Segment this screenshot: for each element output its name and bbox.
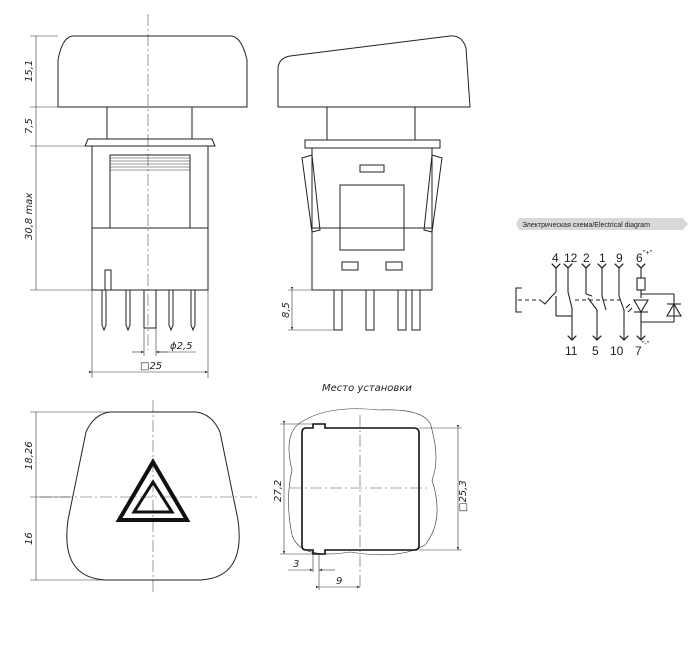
front-view: 15,1 7,5 30,8 max ϕ2,5 □25 [24,14,248,378]
led-circuit [625,268,682,340]
mounting-title: Место установки [322,383,412,394]
bottom-terminals: 11 5 10 7 "-" [565,341,650,358]
dim-upper: 18,26 [24,441,35,470]
button-cap-side [277,35,471,108]
flange [84,138,216,147]
terminal-label: 12 [564,251,578,265]
top-terminals: 4 12 2 1 9 6 "+" [552,250,653,265]
housing [91,145,209,291]
terminal-label: 5 [592,344,599,358]
dim-body-height: 30,8 max [24,193,35,240]
diagram-banner [516,218,688,230]
dim-pin-length: 8,5 [281,302,292,318]
hazard-triangle-icon [115,458,191,522]
panel-outline [288,408,438,556]
switch-contacts [515,268,624,340]
terminal-label: 11 [565,344,578,358]
stem [106,106,193,140]
plus-mark: "+" [643,250,653,257]
dim-cap-height: 15,1 [24,60,35,82]
terminal-label: 10 [610,344,624,358]
dim-pin-diameter: ϕ2,5 [170,341,193,352]
indicator-window [109,154,191,229]
cutout-shape [301,423,420,555]
housing-side [311,147,433,291]
terminal-label: 7 [635,344,642,358]
terminal-label: 2 [583,251,590,265]
button-outline-top [66,411,240,581]
dim-body-width: □25 [140,361,162,372]
top-view: 18,26 16 [24,400,260,595]
dim-cutout-square: □25,3 [458,480,469,512]
dim-lower: 16 [24,532,35,545]
mounting-cutout: Место установки 27,2 □25,3 3 9 [273,383,469,590]
terminal-label: 6 [636,251,643,265]
minus-mark: "-" [642,341,650,348]
terminal-label: 4 [552,251,559,265]
led-icon [633,299,649,314]
dim-notch: 3 [293,559,299,570]
diagram-title: Электрическая схема/Electrical diagram [522,222,650,229]
pins [101,289,196,332]
resistor-icon [636,277,646,291]
terminal-label: 1 [599,251,606,265]
button-cap [57,35,248,108]
side-view: 8,5 [277,35,471,331]
dim-stem-height: 7,5 [24,118,35,134]
dim-offset: 9 [336,576,342,587]
terminal-label: 9 [616,251,623,265]
dim-cutout-height: 27,2 [273,480,284,502]
diode-icon [666,302,682,317]
electrical-diagram: Электрическая схема/Electrical diagram 4… [515,218,688,358]
